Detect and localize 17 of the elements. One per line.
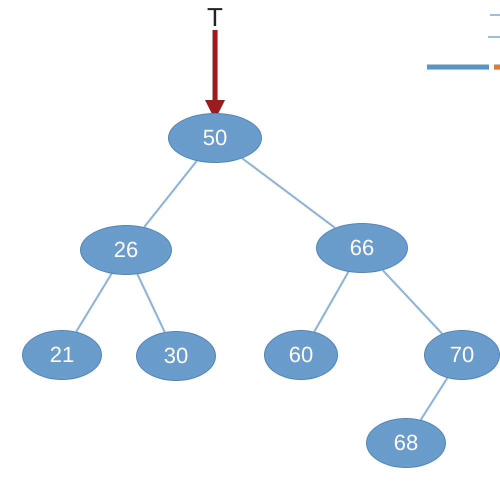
node-value: 50	[202, 125, 228, 151]
node-value: 60	[288, 342, 314, 368]
tree-edge	[420, 378, 448, 420]
tree-edge	[242, 158, 336, 229]
node-value: 26	[114, 237, 138, 263]
tree-edge	[136, 274, 166, 332]
pointer-label: T	[203, 2, 227, 32]
node-value: 30	[164, 343, 188, 369]
tree-edge	[313, 271, 350, 332]
node-value: 66	[350, 235, 374, 261]
tree-edge	[382, 270, 443, 334]
tree-node-ellipse	[424, 330, 500, 380]
node-value: 68	[394, 430, 418, 456]
tree-edge	[75, 273, 112, 332]
node-value: 70	[450, 342, 474, 368]
node-value: 21	[50, 342, 74, 368]
tree-edge	[143, 160, 198, 228]
